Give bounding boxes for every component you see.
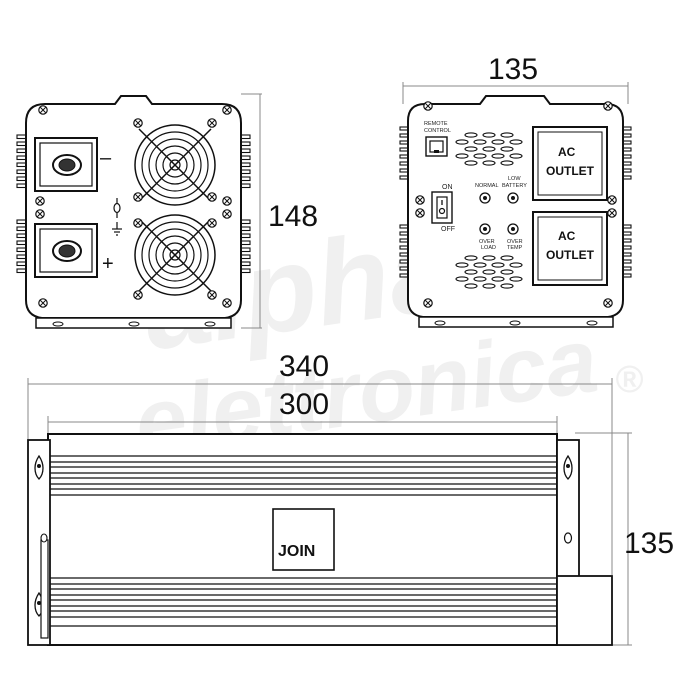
screw-icon (38, 105, 48, 115)
screw-icon (207, 118, 217, 128)
ac-outlet-1-label-line2: OUTLET (546, 164, 595, 178)
remote-control-label-line1: REMOTE (424, 121, 448, 127)
positive-terminal (34, 223, 98, 278)
ac-end-panel: 135 (399, 53, 632, 328)
screw-icon (607, 208, 617, 218)
dc-panel-body (25, 95, 242, 319)
screw-icon (423, 298, 433, 308)
over-load-label-line2: LOAD (481, 245, 496, 251)
screw-icon (133, 290, 143, 300)
body-length-label: 300 (279, 388, 329, 421)
normal-label: NORMAL (475, 183, 499, 189)
negative-terminal (34, 137, 98, 192)
screw-icon (415, 208, 425, 218)
screw-icon (133, 118, 143, 128)
screw-icon (222, 196, 232, 206)
screw-icon (35, 196, 45, 206)
power-switch (431, 191, 453, 224)
bottom-ribs (48, 577, 557, 618)
screw-icon (207, 192, 217, 202)
ac-right-fins (622, 126, 632, 278)
cooling-fan-icon (134, 214, 216, 296)
screw-icon (207, 290, 217, 300)
ac-outlet-1-label-line1: AC (558, 145, 576, 159)
normal-led-icon (479, 192, 491, 204)
dc-terminal-block (40, 539, 49, 639)
dc-end-panel: – + 148 (16, 93, 318, 329)
remote-control-label-line2: CONTROL (424, 128, 451, 134)
top-ribs (48, 455, 557, 496)
over-load-label-line1: OVER (479, 239, 495, 245)
low-battery-label-line2: BATTERY (502, 183, 527, 189)
screw-icon (207, 218, 217, 228)
ac-outlet-2-label-line2: OUTLET (546, 248, 595, 262)
height-dimension-label: 148 (268, 200, 318, 233)
brand-label: JOIN (278, 543, 315, 560)
brand-plate (272, 508, 335, 571)
screw-icon (133, 192, 143, 202)
low-battery-label-line1: LOW (508, 176, 521, 182)
over-temp-led-icon (507, 223, 519, 235)
positive-sign: + (102, 253, 114, 275)
negative-sign: – (100, 147, 112, 169)
ac-left-fins (399, 126, 409, 278)
screw-icon (38, 298, 48, 308)
top-height-label: 135 (624, 527, 674, 560)
ac-outlet-1: AC OUTLET (532, 126, 608, 201)
width-dimension-label: 135 (488, 53, 538, 86)
ac-outlet-2-label-line1: AC (558, 229, 576, 243)
watermark-registered: ® (615, 359, 643, 401)
low-battery-led-icon (507, 192, 519, 204)
screw-icon (423, 101, 433, 111)
cooling-fan-icon (134, 124, 216, 206)
screw-icon (603, 298, 613, 308)
switch-on-label: ON (442, 184, 453, 191)
ac-outlet-2: AC OUTLET (532, 211, 608, 286)
ground-icon (112, 198, 122, 236)
over-temp-label-line2: TEMP (507, 245, 523, 251)
top-view: 340 300 135 (27, 350, 674, 646)
remote-control-port (425, 136, 448, 157)
screw-icon (603, 101, 613, 111)
screw-icon (607, 195, 617, 205)
screw-icon (35, 209, 45, 219)
left-heatsink-fins (16, 134, 28, 274)
screw-icon (133, 218, 143, 228)
screw-icon (415, 195, 425, 205)
overall-length-label: 340 (279, 350, 329, 383)
over-temp-label-line1: OVER (507, 239, 523, 245)
over-load-led-icon (479, 223, 491, 235)
screw-icon (222, 209, 232, 219)
screw-icon (222, 298, 232, 308)
ac-outlet-housing (556, 575, 613, 646)
switch-off-label: OFF (441, 226, 455, 233)
screw-icon (222, 105, 232, 115)
